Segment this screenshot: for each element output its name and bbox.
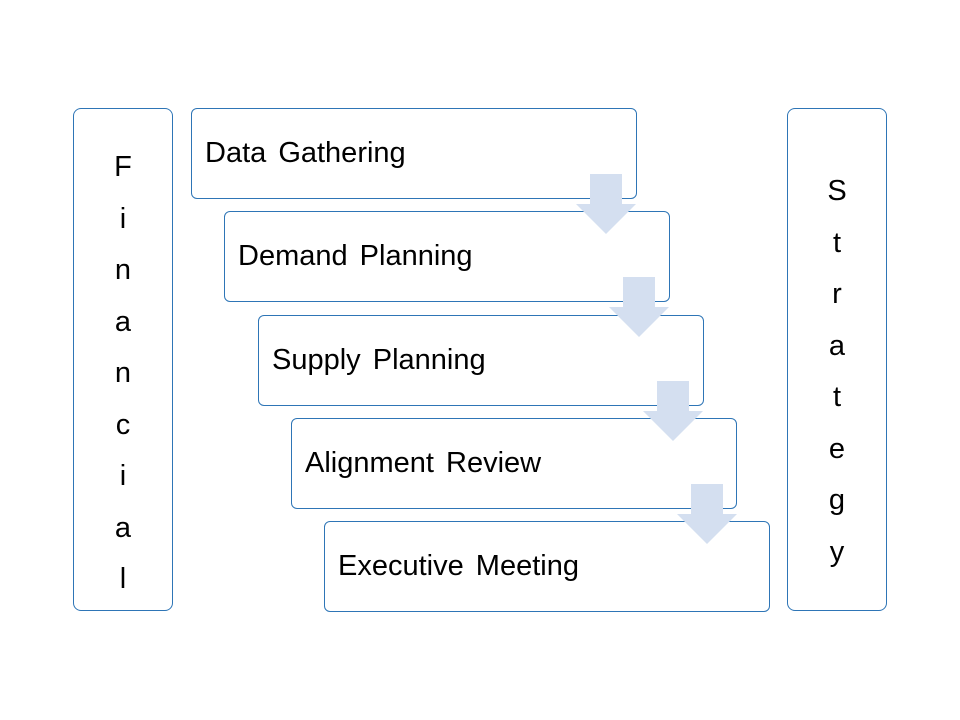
- financial-letter: l: [119, 563, 127, 595]
- strategy-letter: e: [828, 432, 846, 465]
- financial-letter: F: [114, 151, 132, 183]
- financial-letter: n: [114, 254, 132, 286]
- step-box-executive-meeting: Executive Meeting: [324, 521, 770, 612]
- step-label: Data Gathering: [205, 137, 406, 169]
- financial-letters: F i n a n c i a l: [74, 142, 172, 606]
- step-box-data-gathering: Data Gathering: [191, 108, 637, 199]
- strategy-letter: y: [829, 535, 845, 568]
- down-arrow-icon: [677, 484, 737, 544]
- financial-side-box: F i n a n c i a l: [73, 108, 173, 611]
- strategy-side-box: S t r a t e g y: [787, 108, 887, 611]
- financial-letter: a: [114, 305, 132, 338]
- step-box-demand-planning: Demand Planning: [224, 211, 670, 302]
- financial-letter: c: [115, 408, 131, 441]
- step-box-alignment-review: Alignment Review: [291, 418, 737, 509]
- step-label: Executive Meeting: [338, 550, 579, 582]
- strategy-letter: a: [828, 329, 846, 362]
- step-label: Supply Planning: [272, 344, 486, 376]
- step-box-supply-planning: Supply Planning: [258, 315, 704, 406]
- strategy-letter: S: [827, 175, 847, 207]
- down-arrow-icon: [576, 174, 636, 234]
- strategy-letters: S t r a t e g y: [788, 166, 886, 578]
- strategy-letter: r: [832, 278, 842, 310]
- financial-letter: n: [114, 357, 132, 389]
- step-label: Alignment Review: [305, 447, 542, 479]
- strategy-letter: g: [828, 484, 846, 516]
- strategy-letter: t: [832, 381, 842, 413]
- financial-letter: a: [114, 511, 132, 544]
- down-arrow-icon: [609, 277, 669, 337]
- strategy-letter: t: [832, 226, 842, 259]
- step-label: Demand Planning: [238, 240, 473, 272]
- down-arrow-icon: [643, 381, 703, 441]
- financial-letter: i: [119, 460, 127, 492]
- financial-letter: i: [119, 202, 127, 235]
